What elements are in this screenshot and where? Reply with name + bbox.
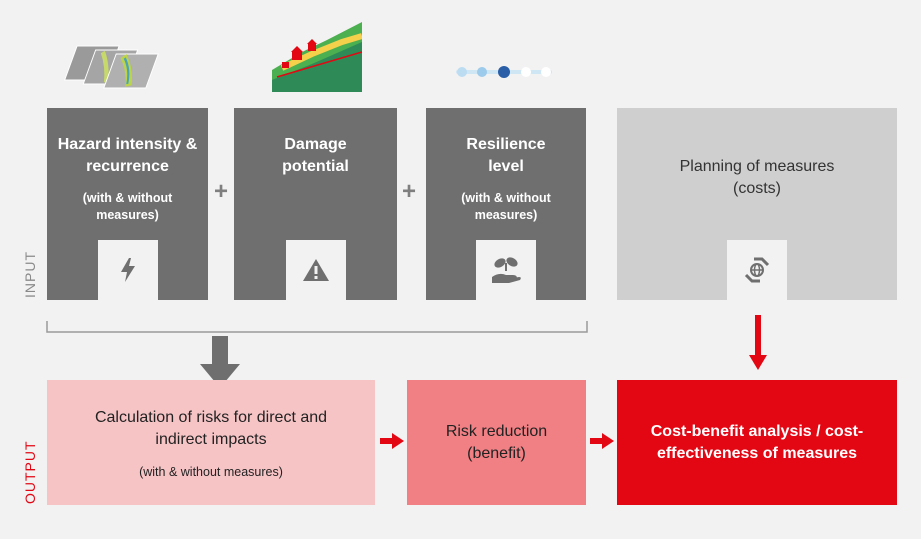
cost-benefit-title: Cost-benefit analysis / cost-effectivene… — [650, 422, 864, 462]
damage-input-box: Damage potential — [234, 108, 397, 300]
resilience-input-box: Resilience level (with & without measure… — [426, 108, 586, 300]
input-bracket — [46, 321, 588, 333]
resilience-title: Resilience level — [466, 136, 546, 175]
red-right-arrow-2 — [590, 433, 614, 449]
risk-reduction-title: Risk reduction (benefit) — [445, 422, 548, 462]
planning-title: Planning of measures — [679, 158, 835, 175]
planning-input-box: Planning of measures (costs) — [617, 108, 897, 300]
grey-down-arrow — [200, 336, 240, 388]
plus-sign-2: + — [402, 178, 417, 205]
damage-landscape-illustration — [272, 22, 363, 97]
hazard-title: Hazard intensity & recurrence — [57, 136, 198, 175]
warning-icon — [285, 240, 346, 300]
red-down-arrow — [749, 315, 767, 370]
risk-reduction-box: Risk reduction (benefit) — [407, 380, 586, 505]
plus-sign-1: + — [214, 178, 229, 205]
risk-calculation-sub: (with & without measures) — [139, 464, 283, 479]
resilience-slider-illustration — [452, 64, 556, 85]
hazard-input-box: Hazard intensity & recurrence (with & wi… — [47, 108, 208, 300]
input-side-label: INPUT — [22, 251, 38, 298]
damage-title: Damage potential — [282, 136, 349, 175]
lightning-icon — [97, 240, 158, 300]
globe-hands-icon — [727, 240, 787, 300]
risk-calculation-box: Calculation of risks for direct and indi… — [47, 380, 375, 505]
hand-plant-icon — [476, 240, 536, 300]
red-right-arrow-1 — [380, 433, 404, 449]
hazard-sub: (with & without measures) — [82, 191, 173, 222]
hazard-maps-illustration — [60, 38, 200, 103]
resilience-sub: (with & without measures) — [461, 191, 551, 222]
output-side-label: OUTPUT — [22, 440, 38, 504]
planning-sub: (costs) — [733, 180, 781, 197]
risk-calculation-title: Calculation of risks for direct and indi… — [94, 408, 328, 448]
cost-benefit-box: Cost-benefit analysis / cost-effectivene… — [617, 380, 897, 505]
